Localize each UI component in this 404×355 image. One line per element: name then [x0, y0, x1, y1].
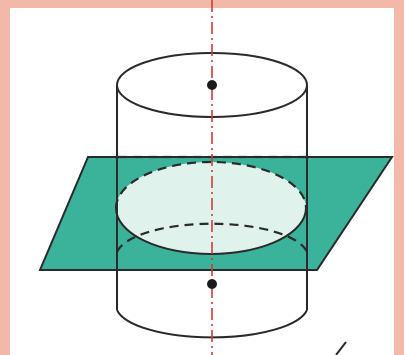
- cross-section-disc: [116, 162, 306, 254]
- top-center-point: [207, 80, 217, 90]
- bottom-center-point: [207, 279, 217, 289]
- section-back-arc: [114, 160, 308, 209]
- frame-right: [394, 0, 404, 355]
- bottom-base-back-arc: [115, 222, 309, 253]
- frame-top: [0, 0, 404, 8]
- section-front-arc: [115, 207, 307, 255]
- pen-mark: [335, 341, 347, 355]
- frame-left: [0, 0, 10, 355]
